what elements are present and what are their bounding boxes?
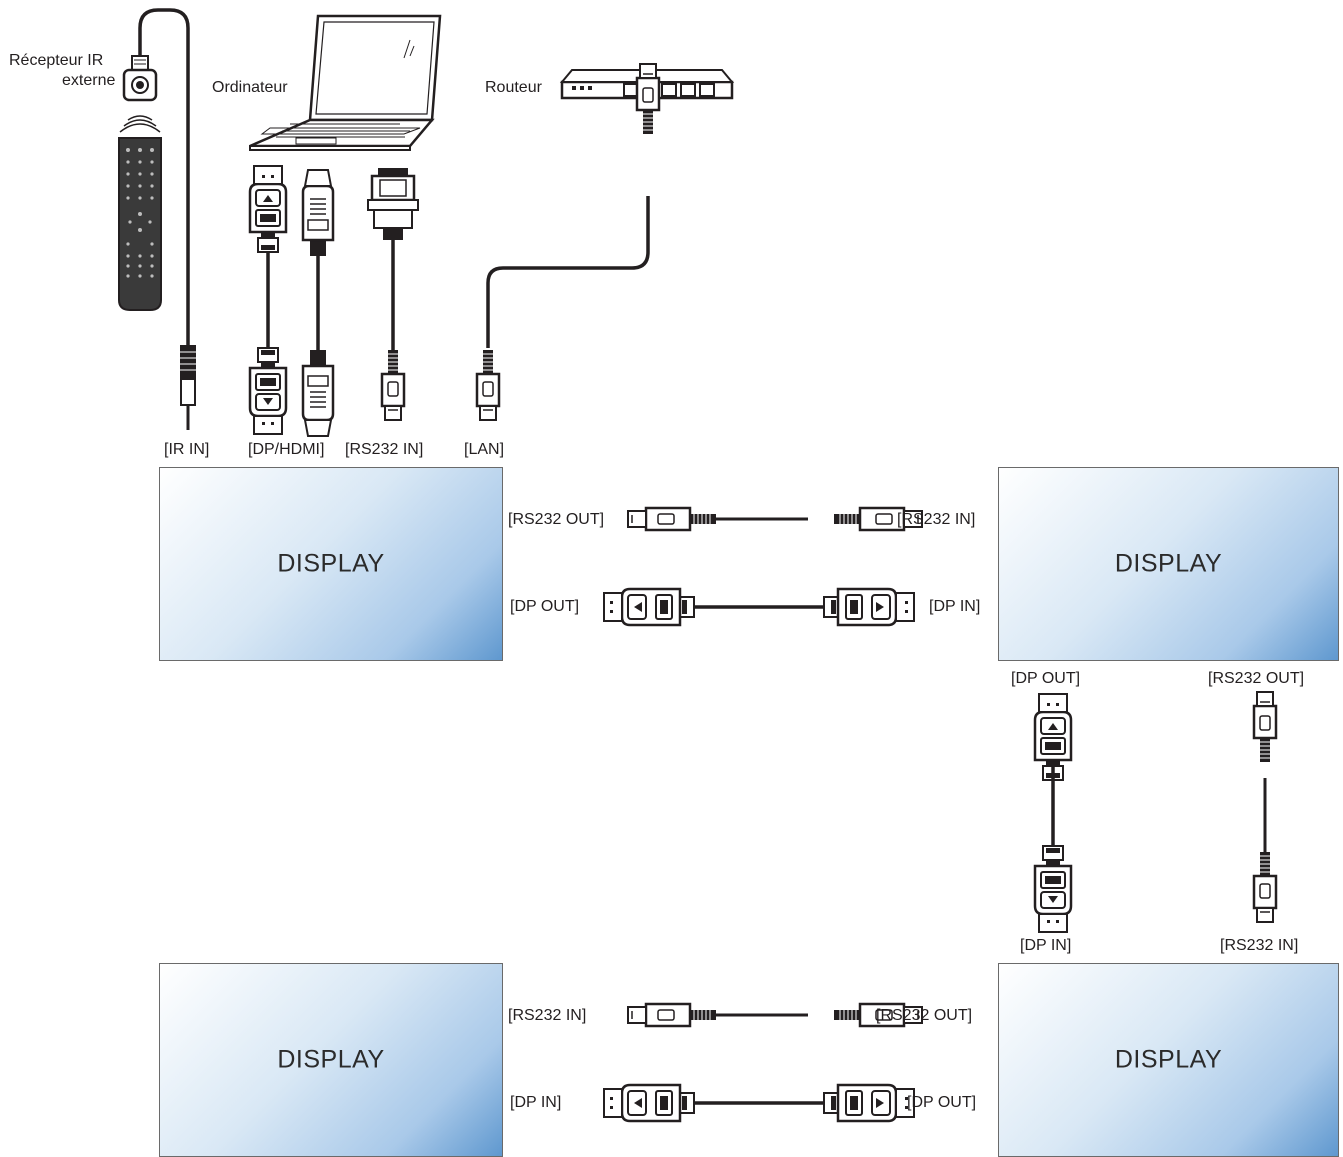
d2-rs232-in-label: [RS232 IN] [897,511,976,528]
ir-cable [138,8,190,345]
hdmi-plug-top [301,168,335,258]
hdmi-plug-bottom [301,348,335,438]
rs232-plug-bottom [380,348,406,422]
rs232-in-plug-bottom-link [626,1002,718,1028]
dp-in-plug [822,587,916,627]
d4-dp-in-label: [DP IN] [510,1094,562,1111]
rs232-source-plug [367,168,419,240]
dp-out-plug-bottom-link [822,1083,916,1123]
laptop-icon [249,14,442,151]
d2-dp-in-label: [DP IN] [929,598,981,615]
display-4-label: DISPLAY [277,1045,385,1074]
lan-plug-top [635,62,661,136]
d2-rs232-out-label: [RS232 OUT] [1208,670,1305,687]
d3-rs232-in-label: [RS232 IN] [1220,937,1299,954]
ir-jack [180,345,196,430]
d3-rs232-out-label: [RS232 OUT] [876,1007,973,1024]
dp-in-plug-bottom-link [602,1083,696,1123]
computer-label: Ordinateur [212,79,288,96]
d4-rs232-in-label: [RS232 IN] [508,1007,587,1024]
lan-label: [LAN] [464,441,505,458]
ir-receiver-label-line2: externe [62,72,116,89]
dp-out-plug [602,587,696,627]
display-1: DISPLAY [159,467,503,661]
display-1-label: DISPLAY [277,549,385,578]
rs232-out-plug [626,506,718,532]
display-2: DISPLAY [998,467,1339,661]
rs232-in-plug-vertical [1252,850,1278,924]
router-label: Routeur [485,79,542,96]
lan-cable [486,196,650,348]
dp-in-plug-vertical [1033,844,1073,934]
display-3: DISPLAY [998,963,1339,1157]
ir-receiver-label-line1: Récepteur IR [9,52,104,69]
display-2-label: DISPLAY [1114,549,1223,578]
d2-dp-out-label: [DP OUT] [1011,670,1081,687]
ir-receiver-icon [122,55,158,102]
rs232-in-label: [RS232 IN] [345,441,424,458]
d1-rs232-out-label: [RS232 OUT] [508,511,605,528]
display-4: DISPLAY [159,963,503,1157]
dp-hdmi-label: [DP/HDMI] [248,441,325,458]
d3-dp-out-label: [DP OUT] [907,1094,977,1111]
lan-plug-bottom [475,348,501,422]
dp-plug-top [248,164,288,254]
d1-dp-out-label: [DP OUT] [510,598,580,615]
remote-control-icon [118,137,162,311]
ir-in-label: [IR IN] [164,441,210,458]
d3-dp-in-label: [DP IN] [1020,937,1072,954]
rs232-out-plug-vertical [1252,690,1278,764]
ir-waves-icon [119,115,161,133]
dp-plug-bottom [248,346,288,436]
display-3-label: DISPLAY [1114,1045,1223,1074]
